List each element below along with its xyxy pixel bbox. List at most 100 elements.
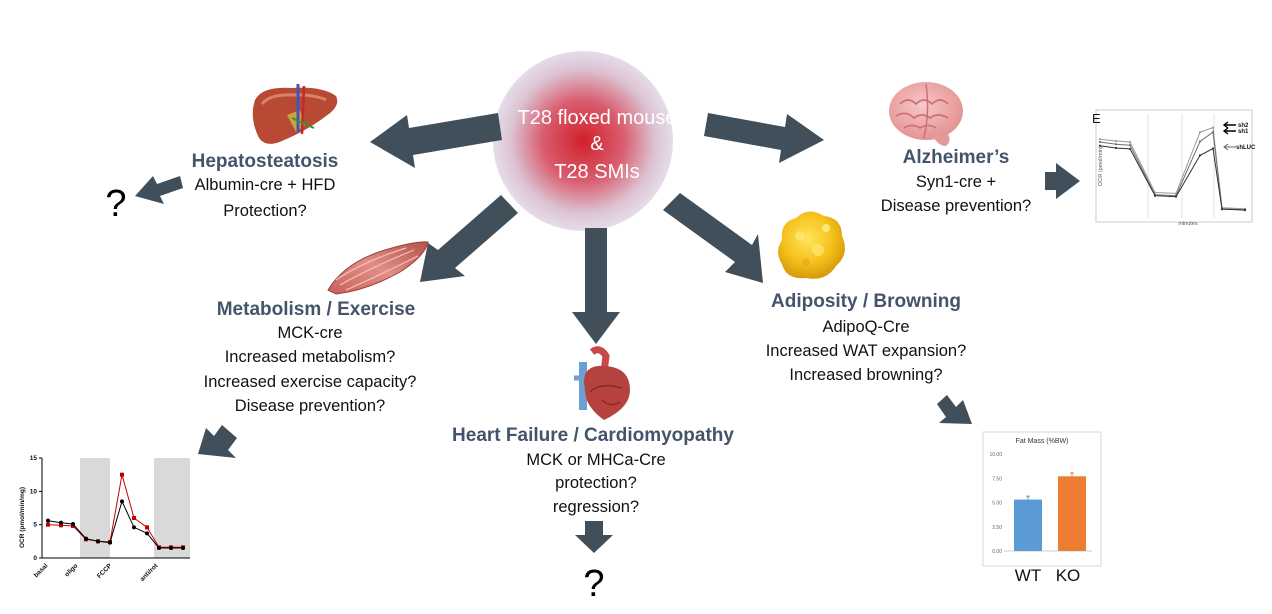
ocr-mg-ytick: 10 bbox=[30, 488, 38, 495]
ocr-mg-point-square bbox=[46, 522, 50, 527]
ocr-mg-point-square bbox=[132, 516, 136, 520]
ocr-minutes-ylabel: OCR (pmol/min) bbox=[1098, 146, 1104, 186]
alz-line-2: Disease prevention? bbox=[881, 197, 1031, 215]
ocr-minutes-point bbox=[1114, 143, 1118, 146]
ocr-minutes-point bbox=[1098, 140, 1102, 144]
arrow-alz-outcome bbox=[1045, 163, 1080, 199]
heart-icon bbox=[574, 346, 630, 420]
ocr-minutes-point bbox=[1128, 140, 1132, 144]
ocr-mg-xtick: oligo bbox=[63, 562, 79, 578]
ocr-mg-ytick: 5 bbox=[33, 522, 37, 529]
arrow-to-alzheimers bbox=[704, 113, 824, 163]
heart-line-1: MCK or MHCa-Cre bbox=[526, 451, 665, 469]
ocr-minutes-point bbox=[1128, 147, 1132, 151]
ocr-mg-point-circle bbox=[157, 546, 161, 550]
alzheimers-node: Alzheimer’s Syn1-cre + Disease preventio… bbox=[881, 147, 1031, 215]
arrow-to-metabolism bbox=[420, 195, 518, 282]
ocr-mg-ytick: 15 bbox=[30, 455, 38, 462]
ocr-mg-point-circle bbox=[84, 536, 88, 541]
oligo-shade bbox=[80, 458, 110, 558]
arrow-to-heart bbox=[572, 228, 620, 344]
liver-icon bbox=[252, 84, 338, 144]
legend-shluc: shLUC bbox=[1236, 145, 1256, 151]
adipo-line-1: AdipoQ-Cre bbox=[822, 318, 909, 336]
metab-line-4: Disease prevention? bbox=[235, 397, 385, 415]
ocr-minutes-point bbox=[1128, 144, 1132, 147]
adipo-line-2: Increased WAT expansion? bbox=[766, 342, 967, 360]
ocr-mg-point-square bbox=[145, 525, 149, 530]
ocr-mg-point-circle bbox=[59, 520, 63, 525]
fat-mass-chart: Fat Mass (%BW) 10.007.505.002.500.00 WT … bbox=[982, 431, 1102, 585]
ocr-minutes-frame bbox=[1095, 109, 1253, 223]
center-line-1: T28 floxed mouse bbox=[518, 107, 677, 129]
heart-line-3: regression? bbox=[553, 498, 639, 516]
ocr-minutes-point bbox=[1211, 131, 1215, 134]
ocr-minutes-point bbox=[1174, 195, 1178, 198]
ocr-mg-point-circle bbox=[145, 531, 149, 536]
ocr-minutes-panel-label: E bbox=[1092, 111, 1101, 126]
arrow-to-hepatosteatosis bbox=[370, 113, 502, 168]
heart-outcome-question: ? bbox=[583, 563, 604, 605]
arrow-heart-outcome bbox=[575, 521, 613, 553]
ocr-minutes-point bbox=[1243, 209, 1247, 212]
center-line-2: & bbox=[590, 133, 604, 155]
fat-mass-chart-title: Fat Mass (%BW) bbox=[1016, 438, 1069, 445]
ocr-minutes-chart: E OCR (pmol/min) minutes sh2 sh1 shLUC bbox=[1092, 109, 1256, 227]
metab-line-1: MCK-cre bbox=[277, 324, 342, 342]
fat-mass-xlabel-ko: KO bbox=[1056, 566, 1081, 585]
arrow-adipo-outcome bbox=[937, 395, 972, 424]
ocr-mg-point-circle bbox=[181, 546, 185, 550]
fat-mass-ytick: 10.00 bbox=[989, 452, 1002, 458]
legend-sh1: sh1 bbox=[1238, 129, 1249, 135]
fat-mass-xlabel-wt: WT bbox=[1015, 566, 1041, 585]
fat-mass-ytick: 5.00 bbox=[992, 501, 1002, 507]
ocr-mg-point-circle bbox=[132, 525, 136, 530]
fat-mass-bar-ko bbox=[1058, 476, 1086, 551]
arrow-hepato-outcome bbox=[135, 176, 183, 204]
ocr-minutes-point bbox=[1198, 140, 1202, 143]
legend-sh2: sh2 bbox=[1238, 123, 1249, 129]
ocr-minutes-point bbox=[1211, 147, 1215, 150]
hepatosteatosis-node: Hepatosteatosis Albumin-cre + HFD Protec… bbox=[105, 151, 338, 225]
ocr-minutes-point bbox=[1098, 138, 1102, 141]
arrow-metab-outcome bbox=[198, 425, 237, 458]
ocr-mg-ylabel: OCR (pmol/min/mg) bbox=[19, 487, 26, 548]
fat-tissue-icon bbox=[778, 211, 845, 279]
metab-line-2: Increased metabolism? bbox=[225, 348, 396, 366]
ocr-mg-point-square bbox=[59, 523, 63, 528]
muscle-icon bbox=[327, 241, 429, 295]
metab-title: Metabolism / Exercise bbox=[217, 299, 416, 320]
ocr-minutes-legend: sh2 sh1 shLUC bbox=[1222, 121, 1256, 151]
ocr-mg-point-circle bbox=[169, 546, 173, 550]
adipo-title: Adiposity / Browning bbox=[771, 291, 961, 312]
antirot-shade bbox=[154, 458, 190, 558]
ocr-minutes-point bbox=[1198, 154, 1202, 157]
ocr-mg-xtick: basal bbox=[33, 562, 50, 579]
fat-mass-ytick: 0.00 bbox=[992, 549, 1002, 555]
ocr-mg-point-circle bbox=[96, 539, 100, 544]
ocr-mg-point-circle bbox=[108, 540, 112, 545]
ocr-minutes-xlabel: minutes bbox=[1178, 221, 1198, 227]
hepato-line-2: Protection? bbox=[223, 202, 306, 220]
ocr-minutes-point bbox=[1220, 208, 1224, 211]
adipo-line-3: Increased browning? bbox=[789, 366, 942, 384]
ocr-minutes-point bbox=[1211, 126, 1215, 129]
arrow-to-adiposity bbox=[663, 193, 763, 283]
adiposity-node: Adiposity / Browning AdipoQ-Cre Increase… bbox=[766, 291, 967, 384]
hepato-outcome-question: ? bbox=[105, 183, 126, 225]
center-node: T28 floxed mouse & T28 SMIs bbox=[493, 51, 676, 231]
alz-line-1: Syn1-cre + bbox=[916, 173, 996, 191]
ocr-mg-xtick: FCCP bbox=[96, 562, 114, 580]
alz-title: Alzheimer’s bbox=[903, 147, 1010, 168]
fat-mass-ytick: 2.50 bbox=[992, 525, 1002, 531]
ocr-mg-point-circle bbox=[71, 522, 75, 526]
ocr-mg-ytick: 0 bbox=[33, 555, 37, 562]
ocr-mg-xtick: anti/rot bbox=[139, 562, 160, 583]
metabolism-node: Metabolism / Exercise MCK-cre Increased … bbox=[204, 299, 417, 415]
ocr-minutes-point bbox=[1198, 131, 1202, 134]
metab-line-3: Increased exercise capacity? bbox=[204, 373, 417, 391]
ocr-mg-point-circle bbox=[120, 499, 124, 504]
heart-failure-node: Heart Failure / Cardiomyopathy MCK or MH… bbox=[452, 425, 734, 605]
